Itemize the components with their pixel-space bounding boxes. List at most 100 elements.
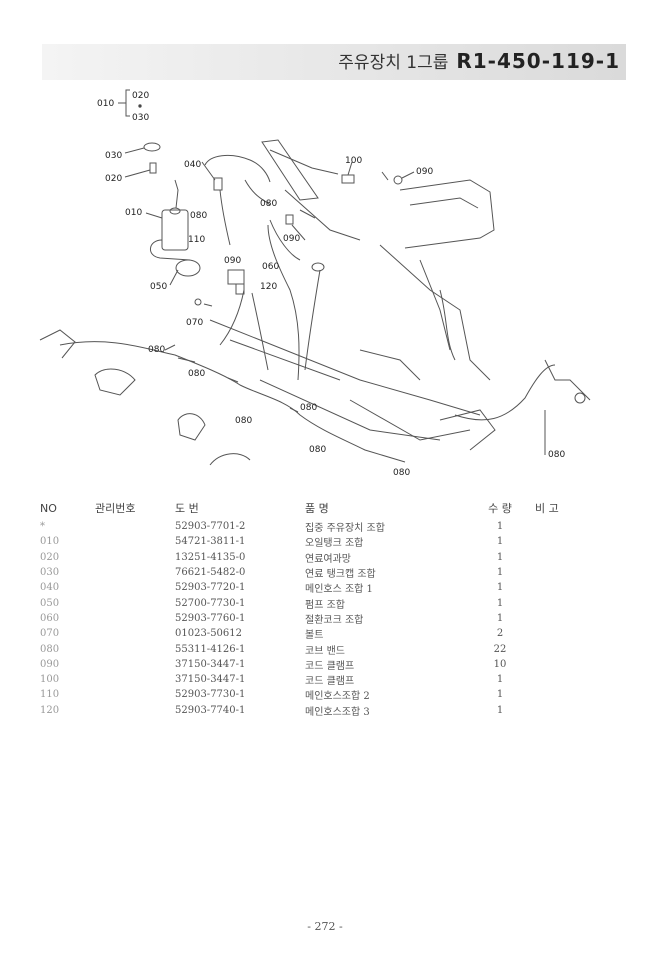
callout-090-b: 090 [283, 234, 300, 244]
row-remark [535, 657, 620, 672]
col-quantity: 수 량 [488, 502, 512, 515]
row-quantity: 1 [496, 582, 504, 594]
row-mgmt [95, 534, 175, 549]
row-part-number: 52903-7730-1 [175, 689, 246, 701]
row-part-name: 오일탱크 조합 [305, 538, 364, 550]
oil-tank-shape [161, 209, 189, 251]
row-mgmt [95, 580, 175, 595]
col-part-number: 도 번 [175, 502, 199, 515]
row-mgmt [95, 565, 175, 580]
row-quantity: 1 [496, 704, 504, 716]
switch-cock-shape [227, 269, 245, 285]
col-part-name: 품 명 [305, 502, 329, 515]
row-no: 050 [40, 597, 60, 609]
row-quantity: 22 [493, 643, 507, 655]
row-mgmt [95, 657, 175, 672]
page-code: R1-450-119-1 [456, 49, 620, 73]
row-part-name: 펌프 조합 [305, 599, 345, 611]
callout-080-h: 080 [548, 450, 565, 460]
row-mgmt [95, 519, 175, 534]
callout-090-c: 090 [416, 167, 433, 177]
row-mgmt [95, 672, 175, 687]
row-part-number: 52903-7760-1 [175, 612, 246, 624]
callout-080-e: 080 [300, 403, 317, 413]
row-no: * [40, 521, 45, 533]
row-remark [535, 626, 620, 641]
row-no: 040 [40, 582, 60, 594]
pump-shape [175, 259, 201, 277]
row-part-name: 메인호스조합 2 [305, 691, 370, 703]
page-number: - 272 - [307, 920, 343, 933]
row-mgmt [95, 550, 175, 565]
row-part-name: 메인호스조합 3 [305, 706, 370, 718]
row-mgmt [95, 595, 175, 610]
row-part-name: 볼트 [305, 630, 324, 642]
table-header-row: NO 관리번호 도 번 품 명 수 량 비 고 [40, 497, 620, 519]
group-name: 주유장치 1그룹 [338, 53, 449, 73]
row-no: 060 [40, 612, 60, 624]
row-mgmt [95, 611, 175, 626]
row-part-number: 52700-7730-1 [175, 597, 246, 609]
row-part-number: 52903-7701-2 [175, 521, 246, 533]
callout-060: 060 [262, 262, 279, 272]
page-header: 주유장치 1그룹 R1-450-119-1 [338, 48, 620, 73]
row-remark [535, 611, 620, 626]
row-quantity: 1 [496, 612, 504, 624]
callout-070: 070 [186, 318, 203, 328]
row-quantity: 1 [496, 567, 504, 579]
row-part-name: 연료 탱크캡 조합 [305, 569, 376, 581]
row-part-number: 37150-3447-1 [175, 674, 246, 686]
callout-030-bracket: 030 [132, 113, 149, 123]
callout-020-bracket: 020 [132, 91, 149, 101]
header-band [42, 44, 626, 80]
row-no: 100 [40, 674, 60, 686]
row-quantity: 1 [496, 521, 504, 533]
row-part-name: 코브 밴드 [305, 645, 345, 657]
row-remark [535, 565, 620, 580]
callout-040: 040 [184, 160, 201, 170]
callout-080-g: 080 [309, 445, 326, 455]
row-part-name: 코드 클램프 [305, 660, 355, 672]
row-part-number: 52903-7720-1 [175, 582, 246, 594]
callout-080-c: 080 [148, 345, 165, 355]
row-mgmt [95, 626, 175, 641]
row-part-name: 코드 클램프 [305, 676, 355, 688]
row-no: 020 [40, 551, 60, 563]
row-remark [535, 550, 620, 565]
callout-030: 030 [105, 151, 122, 161]
callout-020: 020 [105, 174, 122, 184]
callout-010-bracket: 010 [97, 99, 114, 109]
callout-100: 100 [345, 156, 362, 166]
row-remark [535, 672, 620, 687]
diagram-linework [39, 89, 591, 466]
row-remark [535, 595, 620, 610]
row-part-name: 연료여과망 [305, 553, 351, 565]
callout-080-b: 080 [260, 199, 277, 209]
row-remark [535, 703, 620, 718]
row-quantity: 1 [496, 674, 504, 686]
row-part-name: 메인호스 조합 1 [305, 584, 373, 596]
callout-080-d: 080 [188, 369, 205, 379]
callout-090-a: 090 [224, 256, 241, 266]
callout-120: 120 [260, 282, 277, 292]
table-row: 020 13251-4135-0 연료여과망 1 [40, 550, 620, 565]
row-mgmt [95, 703, 175, 718]
row-quantity: 1 [496, 536, 504, 548]
row-part-number: 54721-3811-1 [175, 536, 246, 548]
row-part-number: 13251-4135-0 [175, 551, 246, 563]
row-no: 120 [40, 704, 60, 716]
callout-080-f: 080 [235, 416, 252, 426]
row-part-number: 01023-50612 [175, 628, 243, 640]
row-remark [535, 641, 620, 656]
table-row: 040 52903-7720-1 메인호스 조합 1 1 [40, 580, 620, 595]
callout-080-a: 080 [190, 211, 207, 221]
row-quantity: 1 [496, 551, 504, 563]
callout-010: 010 [125, 208, 142, 218]
